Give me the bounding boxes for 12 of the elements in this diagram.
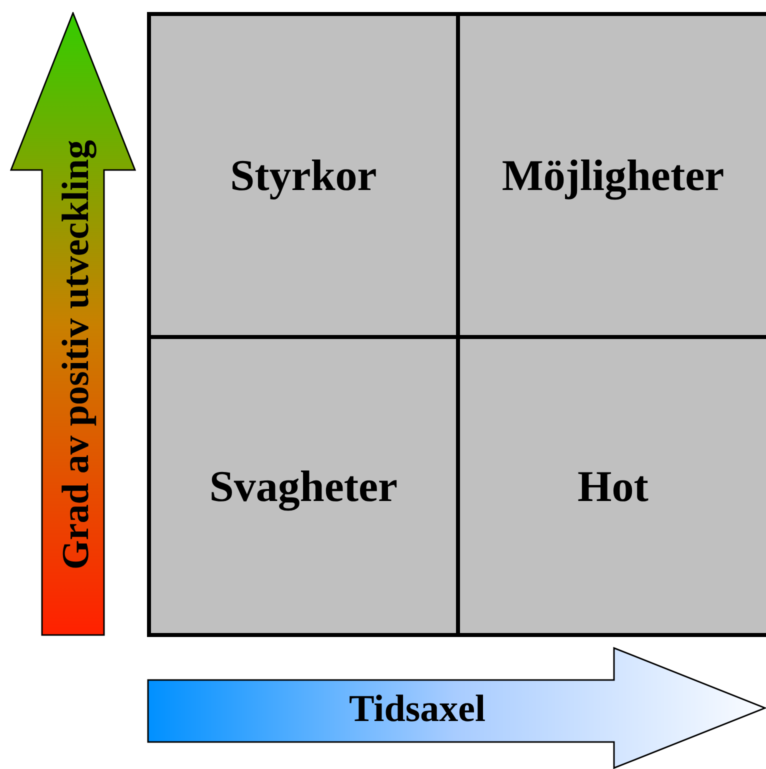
quadrant-title: Möjligheter <box>502 150 724 201</box>
quadrant-cell <box>147 12 460 339</box>
quadrant-cell <box>460 339 766 637</box>
axis-label: Tidsaxel <box>349 687 486 731</box>
quadrant-title: Svagheter <box>209 460 398 512</box>
quadrant-title: Hot <box>578 460 648 512</box>
axis-label: Grad av positiv utveckling <box>54 140 98 570</box>
quadrant-title: Styrkor <box>230 150 377 201</box>
axis-arrow <box>147 647 766 769</box>
axis-arrow <box>10 12 136 636</box>
quadrant-cell <box>460 12 766 339</box>
quadrant-cell <box>147 339 460 637</box>
